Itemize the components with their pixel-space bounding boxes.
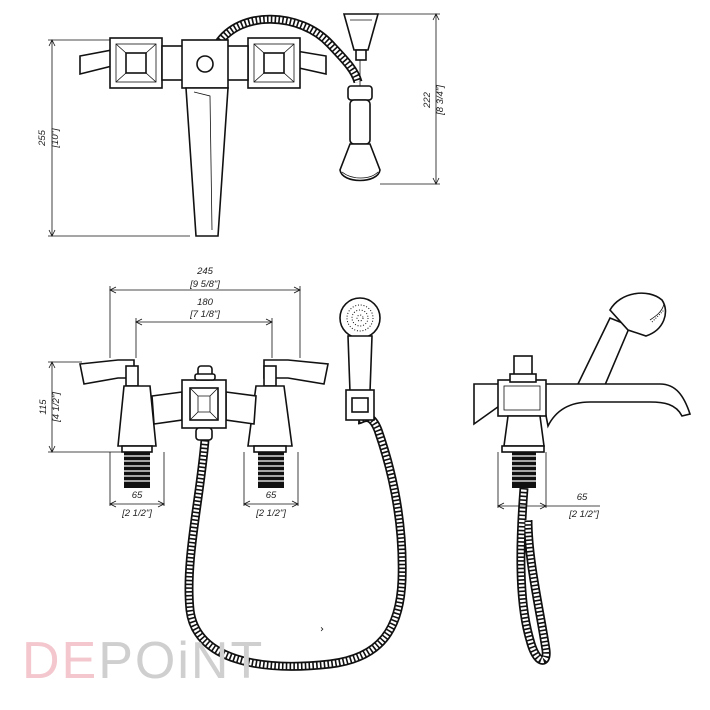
left-valve-body	[117, 385, 157, 447]
side-handshower-head	[609, 292, 667, 337]
dim-right-shank-mm: 65	[266, 490, 277, 501]
top-view: 255 [10"] 222 [8 3/4"]	[37, 13, 446, 237]
dim-top-height-mm: 255	[37, 129, 48, 147]
handshower-handle-top	[349, 99, 371, 145]
depoint-logo: DEPOiNT	[22, 626, 264, 696]
dim-right-shank-in: [2 1/2"]	[255, 508, 286, 519]
side-handshower-handle	[576, 316, 632, 393]
side-shank	[512, 452, 536, 488]
right-shank	[258, 452, 284, 488]
dim-top-height-in: [10"]	[50, 128, 61, 149]
spout-top	[185, 87, 229, 237]
handshower-head-top	[339, 143, 381, 182]
side-view: 65 [2 1/2"]	[473, 292, 692, 665]
dim-overall-mm: 245	[196, 266, 214, 277]
right-valve-body	[247, 385, 293, 447]
logo-part-2: POiNT	[98, 632, 265, 690]
dim-centers-in: [7 1/8"]	[189, 309, 220, 320]
logo-part-1: DE	[22, 632, 99, 690]
left-lever-top	[79, 49, 113, 76]
dim-side-shank-mm: 65	[577, 492, 588, 503]
side-valve-top	[497, 379, 547, 417]
side-spout	[539, 383, 692, 429]
dim-overall-in: [9 5/8"]	[189, 279, 220, 290]
dim-front-height-in: [4 1/2"]	[51, 392, 62, 423]
dim-centers-mm: 180	[197, 297, 214, 308]
dim-handset-in: [8 3/4"]	[435, 85, 446, 116]
side-valve-body	[503, 415, 545, 447]
front-view: 245 [9 5/8"] 180 [7 1/8"] 115 [4 1/2"] 6…	[38, 266, 407, 671]
dim-handset-mm: 222	[422, 91, 433, 109]
dim-left-shank-in: [2 1/2"]	[121, 508, 152, 519]
diverter-knob-top	[196, 55, 214, 73]
left-shank	[124, 452, 150, 488]
dim-front-height-mm: 115	[38, 399, 49, 415]
marker-glyph: ›	[320, 624, 324, 635]
handshower-handle-front	[347, 335, 373, 393]
handshower-holder-top	[342, 13, 380, 51]
dim-left-shank-mm: 65	[132, 490, 143, 501]
dim-side-shank-in: [2 1/2"]	[568, 509, 599, 520]
handshower-head-front	[339, 297, 381, 339]
